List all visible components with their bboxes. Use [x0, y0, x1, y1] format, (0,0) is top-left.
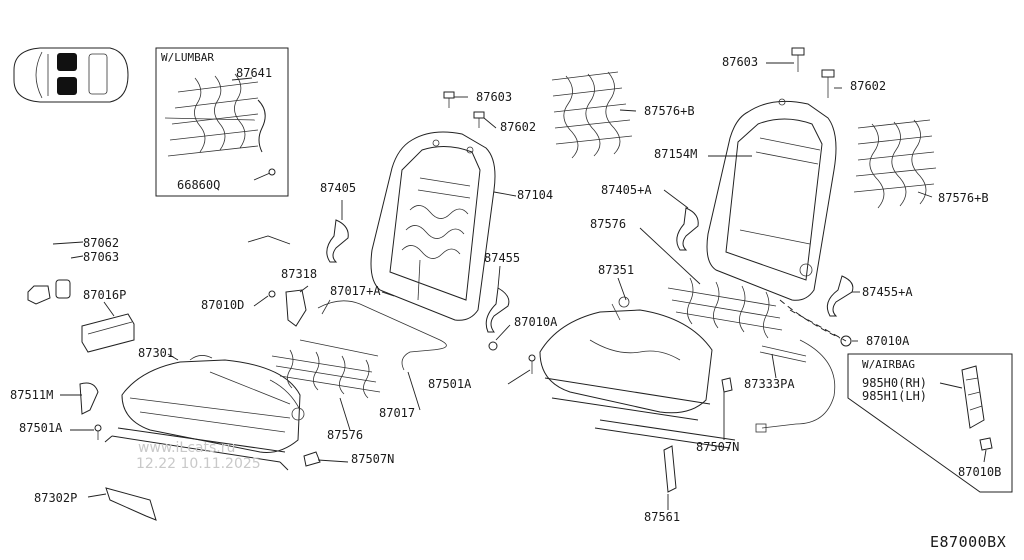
callout-87010B[interactable]: 87010B [958, 465, 1002, 479]
pin-87603-left [443, 91, 455, 108]
trim-panel-87405 [326, 219, 349, 263]
callout-985H1[interactable]: 985H1(LH) [862, 389, 928, 403]
diagram-code: E87000BX [930, 533, 1007, 551]
cover-87302P [105, 487, 157, 521]
callout-66860Q[interactable]: 66860Q [177, 178, 221, 192]
callout-87154M[interactable]: 87154M [654, 147, 698, 161]
lumbar-inset-frame [155, 47, 289, 197]
pin-87602-left [473, 111, 485, 128]
airbag-inset-title: W/AIRBAG [862, 358, 915, 371]
car-locator-icon [13, 47, 129, 103]
bolt-87010D [268, 290, 276, 298]
bracket-87016P [81, 313, 135, 353]
seat-cushion-frame-right [539, 296, 736, 449]
callout-87603-right[interactable]: 87603 [722, 55, 759, 69]
callout-87501A-right[interactable]: 87501A [428, 377, 472, 391]
pin-87602-right [821, 69, 835, 98]
callout-87507N-right[interactable]: 87507N [696, 440, 740, 454]
callout-87010A-right[interactable]: 87010A [866, 334, 910, 348]
callout-87576-left[interactable]: 87576 [327, 428, 364, 442]
callout-87010D[interactable]: 87010D [201, 298, 245, 312]
clip-87507N-left [303, 451, 321, 467]
callout-87301[interactable]: 87301 [138, 346, 175, 360]
callout-87576B-top[interactable]: 87576+B [644, 104, 695, 118]
callout-87602-left[interactable]: 87602 [500, 120, 537, 134]
bolt-87501A-right [528, 354, 536, 374]
cover-87561 [663, 445, 677, 493]
callout-87603-left[interactable]: 87603 [476, 90, 513, 104]
callout-87104[interactable]: 87104 [517, 188, 554, 202]
callout-87017[interactable]: 87017 [379, 406, 416, 420]
seat-cushion-frame-left [104, 355, 305, 471]
cover-87062 [27, 285, 51, 305]
cover-87511M [79, 382, 99, 415]
callout-87641[interactable]: 87641 [236, 66, 273, 80]
bolt-87501A-left [94, 424, 102, 440]
callout-87507N-left[interactable]: 87507N [351, 452, 395, 466]
seat-spring-mesh-top [551, 71, 633, 159]
cushion-springs-right [667, 277, 783, 339]
callout-87511M[interactable]: 87511M [10, 388, 54, 402]
leader-lines [52, 62, 987, 510]
seat-spring-mesh-right [853, 119, 937, 209]
callout-87405A[interactable]: 87405+A [601, 183, 652, 197]
pin-87603-right [791, 47, 805, 72]
callout-87561[interactable]: 87561 [644, 510, 681, 524]
callout-87302P[interactable]: 87302P [34, 491, 78, 505]
trim-panel-87405A [676, 207, 699, 251]
wire-harness [317, 299, 447, 371]
callout-87016P[interactable]: 87016P [83, 288, 127, 302]
callout-87063[interactable]: 87063 [83, 250, 120, 264]
callout-87602-right[interactable]: 87602 [850, 79, 887, 93]
callout-87062[interactable]: 87062 [83, 236, 120, 250]
clip-87507N-right [721, 377, 733, 393]
callout-87010A-mid[interactable]: 87010A [514, 315, 558, 329]
watermark-site: www.iLcats.ru [138, 440, 236, 456]
callout-87017A[interactable]: 87017+A [330, 284, 381, 298]
callout-87576-right[interactable]: 87576 [590, 217, 627, 231]
callout-87351[interactable]: 87351 [598, 263, 635, 277]
lumbar-support-drawing [164, 73, 276, 181]
airbag-inset-frame [847, 353, 1013, 493]
callout-985H0[interactable]: 985H0(RH) [862, 376, 928, 390]
seatback-frame-left [370, 131, 496, 321]
callout-87455A[interactable]: 87455+A [862, 285, 913, 299]
trim-panel-87455A [826, 275, 854, 317]
callout-87455[interactable]: 87455 [484, 251, 521, 265]
bracket-87318 [285, 289, 307, 327]
seatback-frame-right [706, 98, 837, 301]
cover-87063 [55, 279, 71, 299]
sensor-cable [755, 339, 836, 433]
airbag-module [961, 365, 993, 451]
bolt-87010A-mid [488, 341, 498, 351]
callout-87333PA[interactable]: 87333PA [744, 377, 795, 391]
callout-87576B-right[interactable]: 87576+B [938, 191, 989, 205]
callout-87501A-left[interactable]: 87501A [19, 421, 63, 435]
callout-87318[interactable]: 87318 [281, 267, 318, 281]
trim-panel-87455 [485, 287, 510, 333]
lumbar-inset-title: W/LUMBAR [161, 51, 214, 64]
cushion-springs-left [271, 339, 381, 399]
callout-87405-left[interactable]: 87405 [320, 181, 357, 195]
watermark-timestamp: 12.22 10.11.2025 [136, 456, 261, 472]
